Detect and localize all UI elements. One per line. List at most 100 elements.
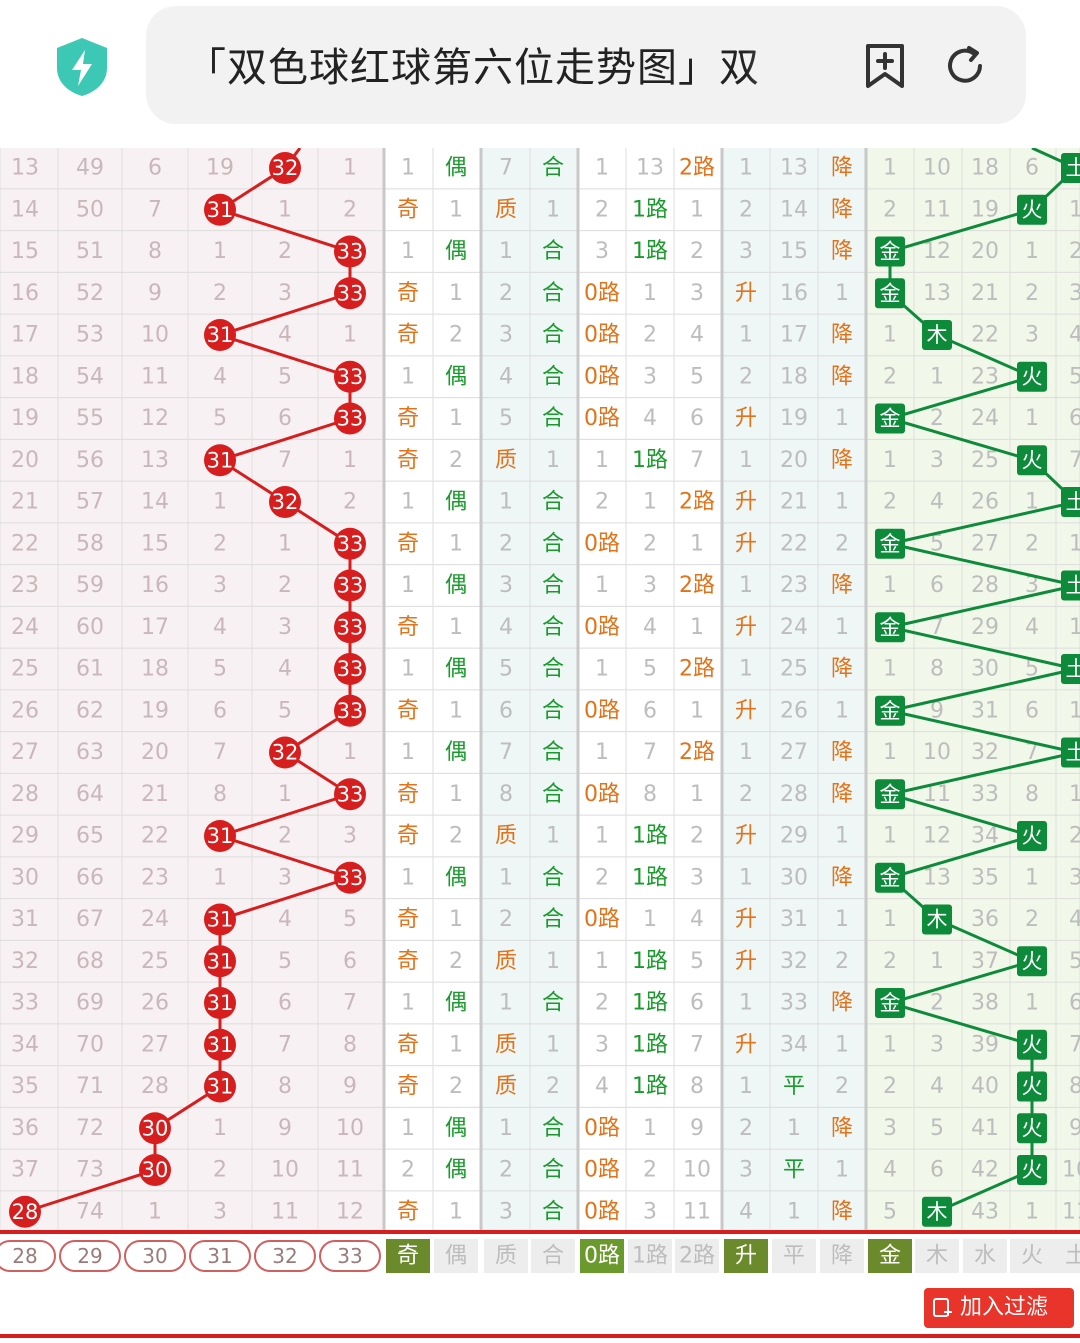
table-cell: 6 xyxy=(1069,991,1080,1016)
table-cell: 4 xyxy=(213,364,227,389)
table-cell: 2 xyxy=(739,1116,753,1141)
table-cell: 升 xyxy=(735,490,757,515)
table-cell: 奇 xyxy=(397,782,419,807)
footer-label: 火 xyxy=(1021,1244,1043,1269)
element-badge xyxy=(1017,1029,1047,1060)
element-badge xyxy=(1017,946,1047,977)
table-cell: 5 xyxy=(213,657,227,682)
element-badge xyxy=(1061,654,1080,684)
red-ball xyxy=(204,193,236,226)
table-cell: 26 xyxy=(971,490,999,515)
table-cell: 2 xyxy=(595,991,609,1016)
red-ball-label: 33 xyxy=(337,365,364,389)
table-cell: 8 xyxy=(499,782,513,807)
red-ball xyxy=(204,987,236,1019)
address-bar[interactable]: 「双色球红球第六位走势图」双 xyxy=(146,6,1026,124)
table-cell: 5 xyxy=(499,406,513,431)
red-ball xyxy=(334,861,366,894)
table-cell: 1 xyxy=(213,490,227,515)
table-cell: 1 xyxy=(1069,782,1080,807)
table-cell: 8 xyxy=(213,782,227,807)
footer-ball-tag xyxy=(59,1240,121,1272)
table-cell: 1 xyxy=(883,156,897,181)
table-cell: 1 xyxy=(739,156,753,181)
table-cell: 31 xyxy=(780,907,808,932)
table-cell: 4 xyxy=(643,615,657,640)
footer-cell-bg xyxy=(963,1239,1007,1273)
table-cell: 3 xyxy=(278,615,292,640)
table-cell: 1 xyxy=(883,573,897,598)
element-badge-label: 火 xyxy=(1022,448,1043,472)
table-cell: 7 xyxy=(1069,1032,1080,1057)
table-cell: 1 xyxy=(401,573,415,598)
element-badge-label: 金 xyxy=(880,532,901,556)
add-filter-button[interactable]: 加入过滤 xyxy=(924,1288,1074,1328)
table-cell: 1路 xyxy=(632,448,668,473)
table-cell: 2 xyxy=(1025,907,1039,932)
bookmark-add-icon[interactable] xyxy=(862,42,908,90)
table-cell: 1 xyxy=(278,782,292,807)
element-badge-label: 金 xyxy=(880,281,901,305)
table-cell: 2路 xyxy=(679,657,715,682)
table-cell: 合 xyxy=(542,907,564,932)
table-cell: 1 xyxy=(883,740,897,765)
table-cell: 奇 xyxy=(397,1074,419,1099)
table-cell: 5 xyxy=(278,949,292,974)
table-cell: 0路 xyxy=(584,281,620,306)
table-cell: 2 xyxy=(499,1158,513,1183)
table-cell: 1 xyxy=(595,949,609,974)
red-ball xyxy=(334,653,366,685)
table-cell: 4 xyxy=(278,907,292,932)
table-cell: 9 xyxy=(343,1074,357,1099)
table-cell: 1 xyxy=(213,1116,227,1141)
table-cell: 2 xyxy=(739,364,753,389)
table-cell: 22 xyxy=(971,323,999,348)
table-cell: 1 xyxy=(690,782,704,807)
page-title[interactable]: 「双色球红球第六位走势图」双 xyxy=(186,45,760,91)
table-cell: 升 xyxy=(735,406,757,431)
table-cell: 36 xyxy=(11,1116,39,1141)
footer-label: 木 xyxy=(926,1244,948,1269)
red-ball-label: 31 xyxy=(207,949,234,973)
table-cell: 14 xyxy=(780,197,808,222)
table-cell: 32 xyxy=(971,740,999,765)
table-cell: 1 xyxy=(449,281,463,306)
table-cell: 28 xyxy=(780,782,808,807)
table-cell: 2 xyxy=(449,1074,463,1099)
table-cell: 9 xyxy=(1069,1116,1080,1141)
element-badge-label: 土 xyxy=(1066,490,1080,514)
table-cell: 2 xyxy=(401,1158,415,1183)
table-cell: 2 xyxy=(643,1158,657,1183)
table-cell: 19 xyxy=(780,406,808,431)
table-cell: 1 xyxy=(499,865,513,890)
table-cell: 1 xyxy=(401,364,415,389)
table-cell: 9 xyxy=(930,698,944,723)
red-ball-label: 33 xyxy=(337,240,364,264)
table-cell: 35 xyxy=(971,865,999,890)
table-cell: 1 xyxy=(739,323,753,348)
footer-label: 土 xyxy=(1065,1244,1080,1269)
table-cell: 1 xyxy=(835,615,849,640)
table-cell: 19 xyxy=(11,406,39,431)
table-cell: 3 xyxy=(643,364,657,389)
reload-icon[interactable] xyxy=(942,42,988,90)
element-badge-label: 木 xyxy=(927,323,948,347)
footer-label: 升 xyxy=(735,1244,757,1269)
element-badge xyxy=(1017,1155,1047,1185)
table-cell: 16 xyxy=(141,573,169,598)
element-badge xyxy=(1017,1071,1047,1102)
table-cell: 合 xyxy=(542,740,564,765)
element-badge xyxy=(922,904,952,935)
table-cell: 3 xyxy=(213,1199,227,1224)
table-cell: 6 xyxy=(1025,698,1039,723)
shield-bolt-icon[interactable] xyxy=(52,36,112,98)
table-cell: 1 xyxy=(449,1199,463,1224)
table-cell: 5 xyxy=(643,657,657,682)
red-ball-label: 31 xyxy=(207,323,234,347)
footer-cell-bg xyxy=(675,1239,719,1273)
table-cell: 74 xyxy=(76,1199,104,1224)
table-cell: 19 xyxy=(971,197,999,222)
table-cell: 18 xyxy=(971,156,999,181)
table-cell: 1 xyxy=(883,1032,897,1057)
